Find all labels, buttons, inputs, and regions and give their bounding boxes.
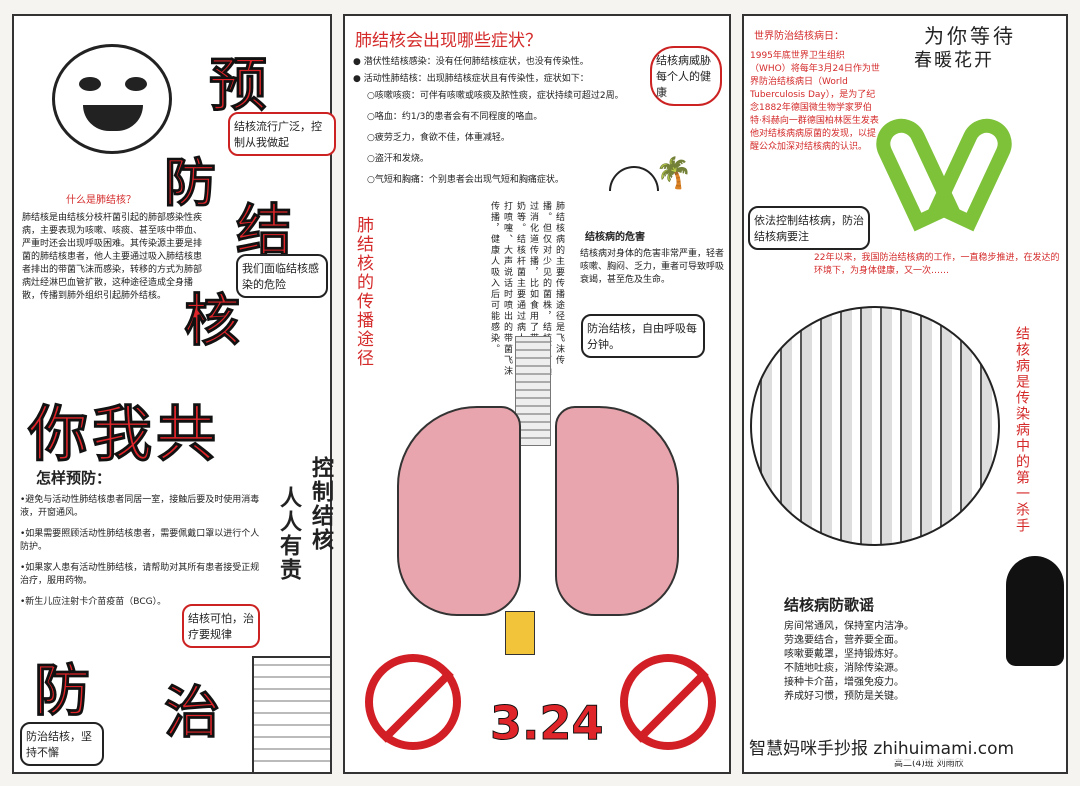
symptom-list: ● 潜伏性结核感染：没有任何肺结核症状，也没有传染性。 ● 活动性肺结核：出现肺… (353, 56, 653, 195)
bubble-3: 结核可怕，治疗要规律 (182, 604, 260, 648)
cat-drawing (1006, 556, 1064, 666)
how-item: •如果需要照顾活动性肺结核患者，需要佩戴口罩以进行个人防护。 (20, 529, 260, 552)
hazard-text: 结核病对身体的危害非常严重，轻者咳嗽、胸闷、乏力，重者可导致呼吸衰竭，甚至危及生… (580, 249, 725, 285)
song-line: 房间常通风，保持室内洁净。 (784, 621, 914, 632)
slogan-2: 春暖花开 (914, 50, 994, 71)
title-char-2: 防 (163, 154, 217, 215)
bubble-top: 结核病威胁每个人的健康 (650, 46, 722, 106)
right-note: 22年以来，我国防治结核病的工作，一直稳步推进，在发达的环境下，为身体健康，又一… (814, 253, 1060, 276)
left-panel: 预 防 结 核 结核流行广泛，控制从我做起 我们面临结核感染的危险 什么是肺结核… (12, 14, 336, 774)
song-title: 结核病防歌谣 (784, 596, 875, 614)
how-list: •避免与活动性肺结核患者同居一室，接触后要及时使用消毒液，开窗通风。 •如果需要… (20, 494, 260, 609)
song-line: 劳逸要结合，营养要全面。 (784, 635, 904, 646)
symptom-item: ○盗汗和发烧。 (367, 154, 429, 164)
bubble-1: 结核流行广泛，控制从我做起 (228, 112, 336, 156)
building-drawing (252, 656, 332, 774)
city-sphere-drawing (750, 306, 1000, 546)
right-panel: 为你等待 春暖花开 世界防治结核病日： 1995年底世界卫生组织（WHO）将每年… (742, 14, 1068, 774)
route-text: 肺结核病的主要传播途径是飞沫传播。但仅对少见的菌株，结核菌可通过消化道传播，比如… (489, 201, 564, 377)
how-item: •避免与活动性肺结核患者同居一室，接触后要及时使用消毒液，开窗通风。 (20, 495, 260, 518)
title-char-1: 预 (208, 51, 268, 120)
song-line: 养成好习惯，预防是关键。 (784, 691, 904, 702)
title-char-3: 结 (236, 199, 293, 265)
what-text: 肺结核是由结核分枝杆菌引起的肺部感染性疾病，主要表现为咳嗽、咳痰、甚至咳中带血、… (22, 213, 203, 301)
symptom-item: ○气短和胸痛：个别患者会出现气短和胸痛症状。 (367, 175, 564, 185)
symptom-item: ● 活动性肺结核：出现肺结核症状且有传染性，症状如下： (353, 74, 589, 84)
ribbon-icon (868, 110, 1020, 236)
virus-drawing (52, 44, 172, 154)
right-vertical: 结核病是传染病中的第一杀手 (1014, 326, 1030, 534)
how-item: •如果家人患有活动性肺结核，请帮助对其所有患者接受正规治疗，服用药物。 (20, 563, 260, 586)
song-line: 接种卡介苗，增强免疫力。 (784, 677, 904, 688)
symptom-item: ○咯血：约1/3的患者会有不同程度的咯血。 (367, 112, 543, 122)
symptom-item: ○咳嗽咳痰：可伴有咳嗽或咳痰及脓性痰，症状持续可超过2周。 (367, 91, 624, 101)
no-smoking-icon (365, 654, 461, 750)
watermark: 智慧妈咪手抄报 zhihuimami.com (745, 732, 1019, 761)
lungs-drawing (385, 286, 705, 626)
symptom-item: ○疲劳乏力，食欲不佳，体重减轻。 (367, 133, 510, 143)
sun-island-drawing: 🌴 (605, 146, 715, 206)
title-char-4: 核 (184, 289, 241, 355)
hazard-title: 结核病的危害 (585, 232, 645, 243)
title-char-6: 治 (164, 681, 221, 747)
date-label: 3.24 (490, 696, 604, 751)
bubble-2: 我们面临结核感染的危险 (236, 254, 328, 298)
route-title: 肺结核的传播途径 (353, 216, 373, 368)
author: 高二(4)班 刘雨欣 (894, 759, 964, 769)
song-lines: 房间常通风，保持室内洁净。 劳逸要结合，营养要全面。 咳嗽要戴罩，坚持锻炼好。 … (784, 620, 984, 704)
bubble-mid: 防治结核，自由呼吸每分钟。 (581, 314, 705, 358)
what-title: 什么是肺结核？ (66, 195, 136, 206)
song-line: 不随地吐痰，消除传染源。 (784, 663, 904, 674)
symptom-item: ● 潜伏性结核感染：没有任何肺结核症状，也没有传染性。 (353, 57, 589, 67)
vertical-1: 控制结核 (308, 456, 333, 552)
song-line: 咳嗽要戴罩，坚持锻炼好。 (784, 649, 904, 660)
right-bubble: 依法控制结核病，防治结核病要注 (748, 206, 870, 250)
how-title: 怎样预防： (36, 469, 112, 487)
middle-panel: 肺结核会出现哪些症状？ ● 潜伏性结核感染：没有任何肺结核症状，也没有传染性。 … (343, 14, 731, 774)
cross-icon (505, 611, 535, 655)
day-title: 世界防治结核病日： (754, 31, 844, 42)
slogan-1: 为你等待 (924, 24, 1016, 48)
bubble-4: 防治结核，坚持不懈 (20, 722, 104, 766)
vertical-2: 人人有责 (276, 486, 301, 582)
no-drinking-icon (620, 654, 716, 750)
day-text: 1995年底世界卫生组织（WHO）将每年3月24日作为世界防治结核病日（Worl… (750, 51, 880, 152)
title-2: 你我共 (28, 400, 220, 471)
title-char-5: 防 (34, 659, 91, 725)
middle-title: 肺结核会出现哪些症状？ (355, 31, 542, 51)
how-item: •新生儿应注射卡介苗疫苗（BCG）。 (20, 597, 167, 607)
